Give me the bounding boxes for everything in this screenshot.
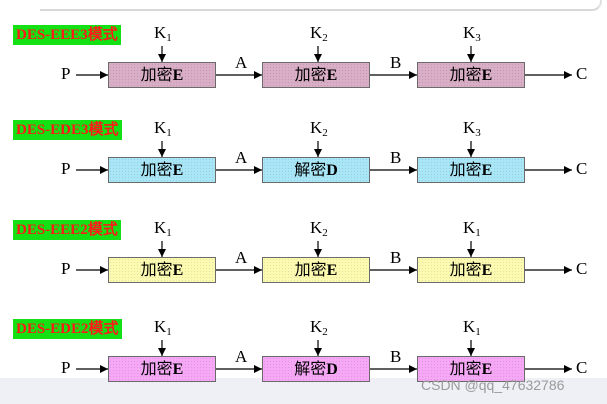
box-letter: E [481, 262, 493, 279]
watermark: CSDN @qq_47632786 [421, 377, 565, 393]
key-subscript: 1 [166, 32, 172, 44]
key-subscript: 1 [166, 326, 172, 338]
mode-label: DES-EEE2模式 [13, 220, 121, 240]
key-label: K1 [154, 118, 172, 139]
key-label: K3 [463, 23, 481, 44]
key-subscript: 3 [475, 32, 481, 44]
key-subscript: 1 [475, 227, 481, 239]
box-letter: D [326, 361, 338, 378]
box-operation: 加密 [140, 67, 173, 84]
between-label-b: B [390, 148, 402, 167]
between-label-a: A [235, 347, 248, 366]
box-operation: 加密 [449, 67, 482, 84]
key-subscript: 2 [322, 227, 328, 239]
key-letter: K [154, 23, 167, 42]
cipher-box: 加密E [108, 157, 216, 183]
cipher-box: 解密D [262, 356, 370, 382]
key-label: K2 [310, 317, 328, 338]
key-letter: K [154, 317, 167, 336]
box-letter: D [326, 162, 338, 179]
between-label-a: A [235, 148, 248, 167]
key-label: K1 [154, 218, 172, 239]
box-operation: 加密 [449, 162, 482, 179]
key-label: K2 [310, 23, 328, 44]
cipher-box: 加密E [108, 62, 216, 88]
box-letter: E [172, 162, 184, 179]
mode-label: DES-EEE3模式 [13, 25, 121, 45]
input-label: P [61, 64, 71, 83]
mode-label: DES-EDE3模式 [13, 120, 122, 140]
box-operation: 加密 [294, 67, 327, 84]
key-letter: K [310, 118, 323, 137]
key-label: K1 [463, 218, 481, 239]
key-subscript: 3 [475, 127, 481, 139]
box-letter: E [481, 162, 493, 179]
key-subscript: 1 [166, 127, 172, 139]
input-label: P [61, 259, 71, 278]
box-operation: 加密 [140, 162, 173, 179]
cipher-box: 解密D [262, 157, 370, 183]
key-label: K1 [154, 23, 172, 44]
cipher-box: 加密E [262, 257, 370, 283]
mode-label: DES-EDE2模式 [13, 319, 122, 339]
box-letter: E [481, 67, 493, 84]
box-operation: 解密 [294, 162, 327, 179]
key-letter: K [463, 218, 476, 237]
input-label: P [61, 358, 71, 377]
key-letter: K [310, 317, 323, 336]
cipher-box: 加密E [108, 257, 216, 283]
key-label: K2 [310, 118, 328, 139]
key-subscript: 1 [475, 326, 481, 338]
bottom-band [0, 378, 607, 404]
box-operation: 加密 [294, 262, 327, 279]
between-label-a: A [235, 53, 248, 72]
cipher-box: 加密E [108, 356, 216, 382]
box-letter: E [172, 67, 184, 84]
input-label: P [61, 159, 71, 178]
cipher-box: 加密E [417, 257, 525, 283]
key-letter: K [154, 118, 167, 137]
key-subscript: 2 [322, 127, 328, 139]
key-letter: K [463, 317, 476, 336]
box-operation: 加密 [449, 262, 482, 279]
key-letter: K [463, 118, 476, 137]
key-subscript: 1 [166, 227, 172, 239]
cipher-box: 加密E [417, 356, 525, 382]
output-label: C [576, 259, 588, 278]
output-label: C [576, 159, 588, 178]
box-operation: 加密 [140, 262, 173, 279]
box-operation: 加密 [449, 361, 482, 378]
cipher-box: 加密E [417, 157, 525, 183]
key-subscript: 2 [322, 326, 328, 338]
box-letter: E [326, 67, 338, 84]
key-letter: K [154, 218, 167, 237]
key-label: K3 [463, 118, 481, 139]
box-operation: 加密 [140, 361, 173, 378]
box-letter: E [326, 262, 338, 279]
box-letter: E [481, 361, 493, 378]
top-bar [0, 0, 607, 14]
box-operation: 解密 [294, 361, 327, 378]
key-subscript: 2 [322, 32, 328, 44]
output-label: C [576, 358, 588, 377]
cipher-box: 加密E [262, 62, 370, 88]
between-label-a: A [235, 248, 248, 267]
output-label: C [576, 64, 588, 83]
box-letter: E [172, 262, 184, 279]
key-label: K1 [463, 317, 481, 338]
key-letter: K [310, 218, 323, 237]
cipher-box: 加密E [417, 62, 525, 88]
key-label: K2 [310, 218, 328, 239]
between-label-b: B [390, 347, 402, 366]
key-letter: K [310, 23, 323, 42]
between-label-b: B [390, 53, 402, 72]
key-label: K1 [154, 317, 172, 338]
between-label-b: B [390, 248, 402, 267]
box-letter: E [172, 361, 184, 378]
key-letter: K [463, 23, 476, 42]
